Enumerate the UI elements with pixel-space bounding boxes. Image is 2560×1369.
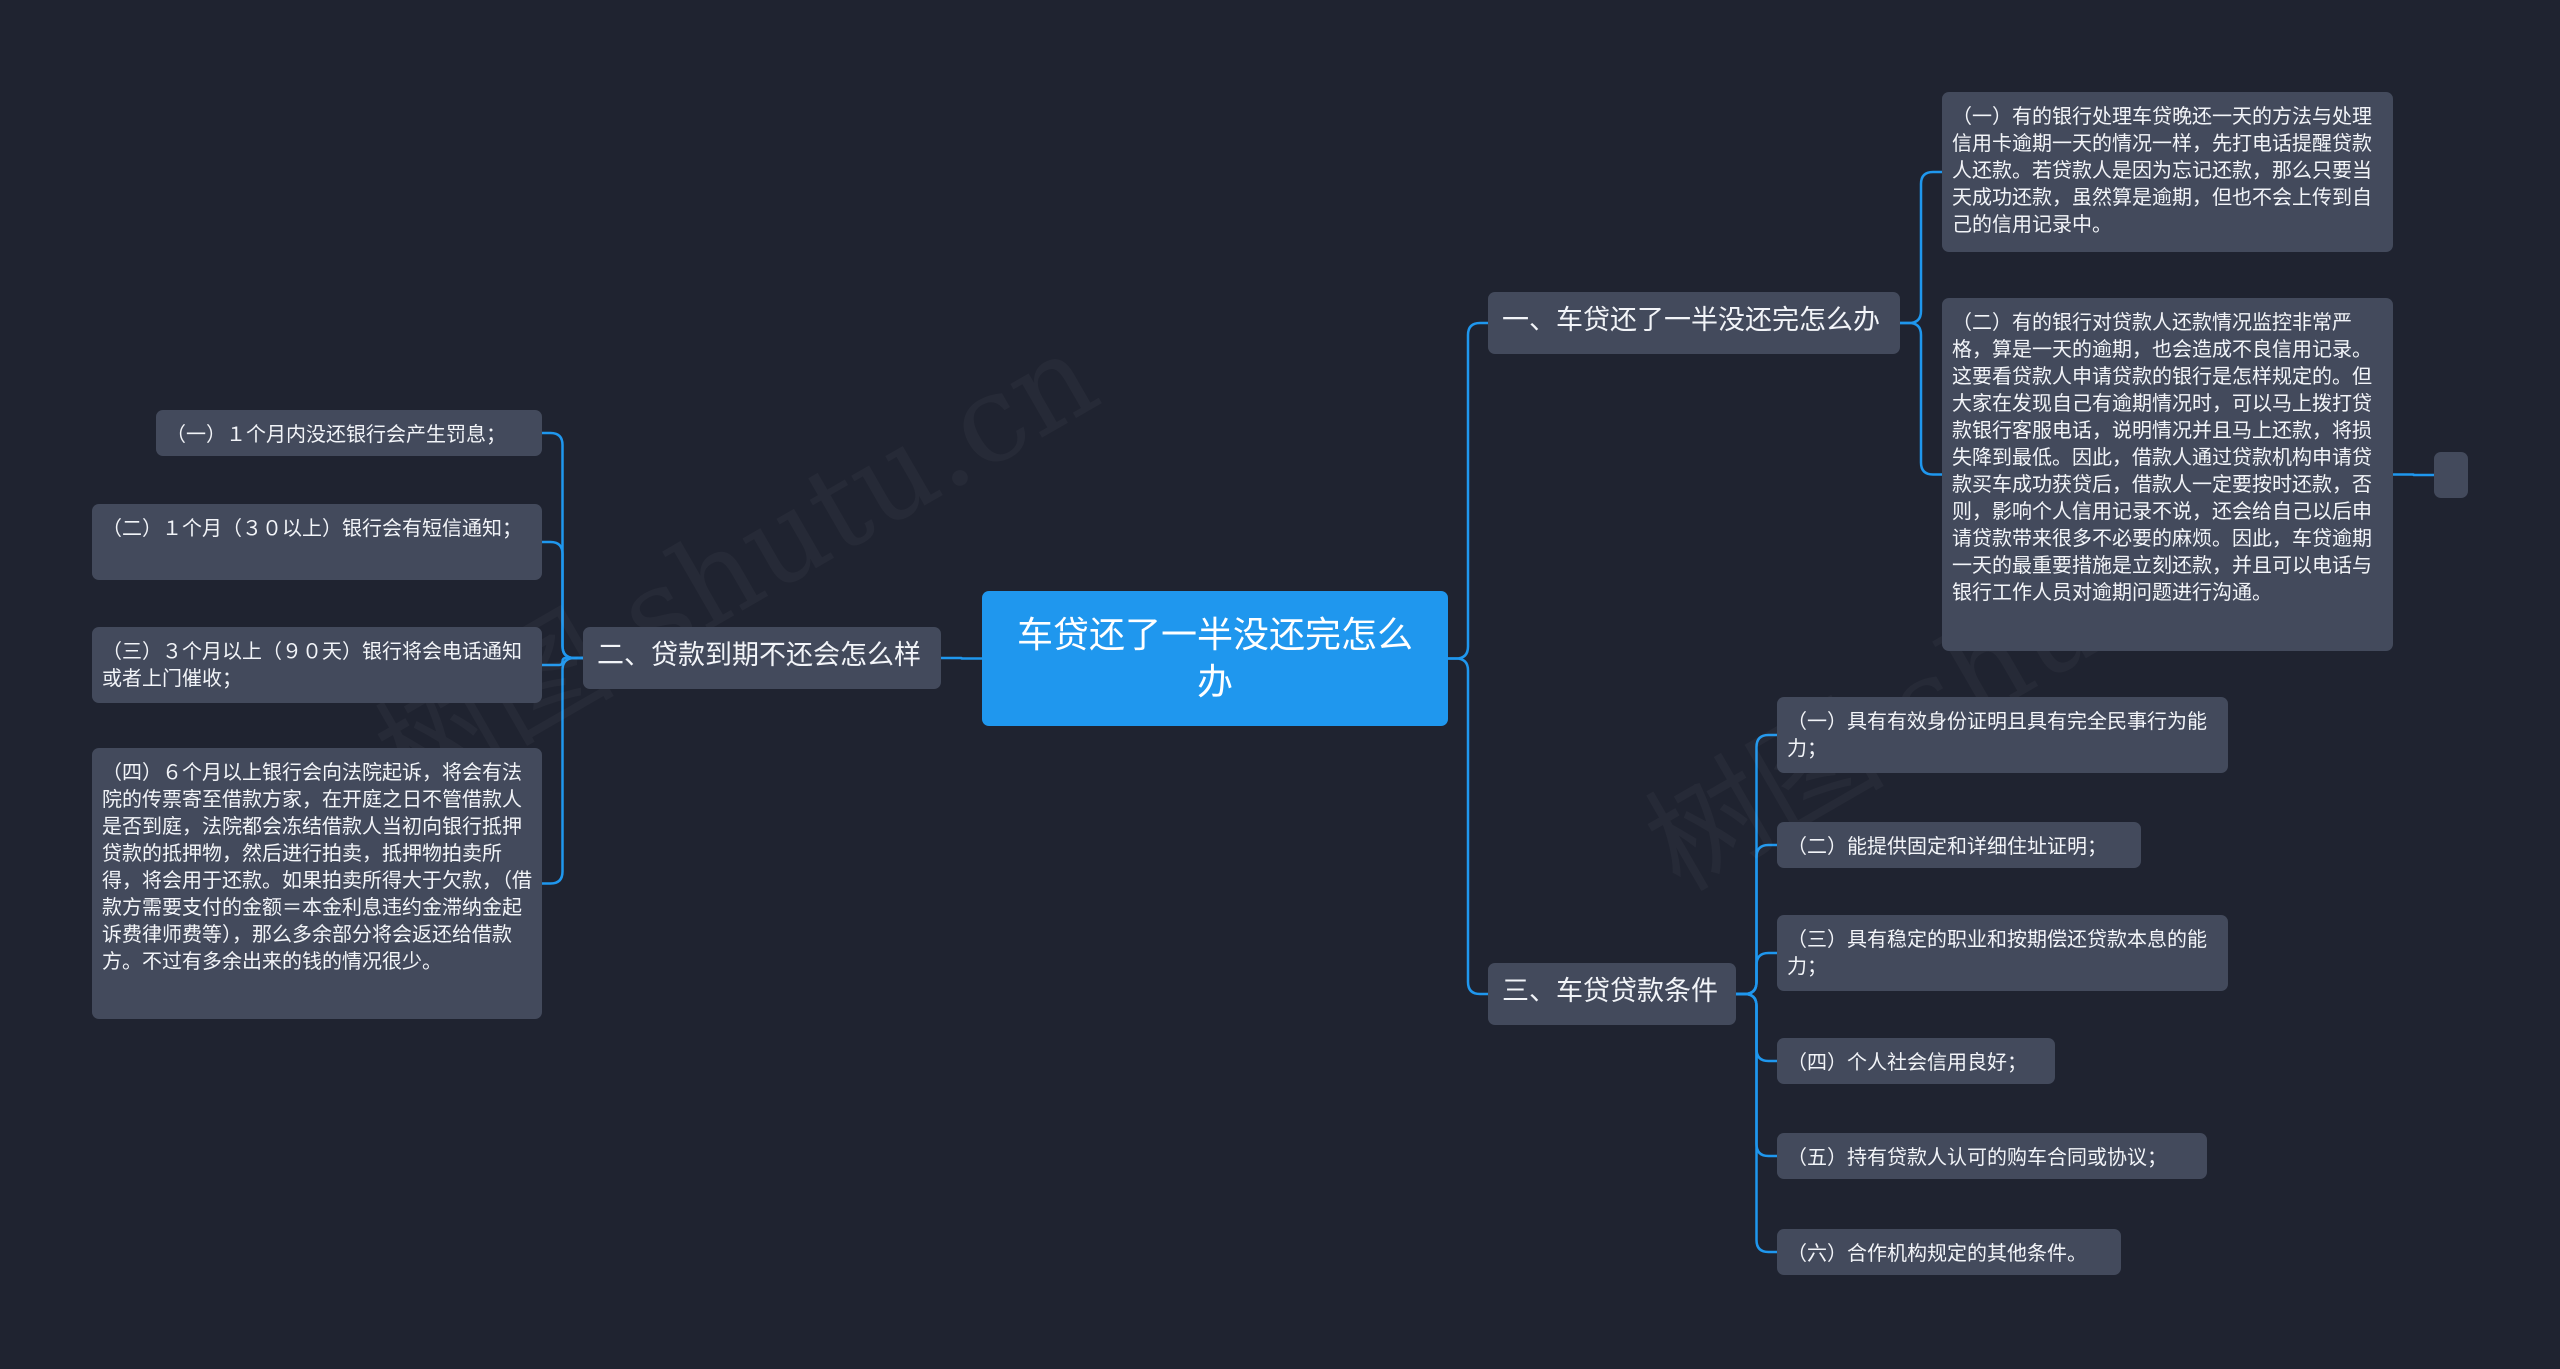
connector-line bbox=[1900, 170, 1942, 325]
leaf-text: （三）具有稳定的职业和按期偿还贷款本息的能力； bbox=[1787, 927, 2207, 978]
connector-line bbox=[1736, 992, 1777, 1254]
root-topic-text: 车贷还了一半没还完怎么办 bbox=[1016, 614, 1413, 703]
connector-line bbox=[542, 656, 583, 667]
leaf-text: （五）持有贷款人认可的购车合同或协议； bbox=[1787, 1145, 2167, 1169]
branch-1-leaf-2[interactable]: （二）有的银行对贷款人还款情况监控非常严格，算是一天的逾期，也会造成不良信用记录… bbox=[1942, 298, 2393, 651]
connector-line bbox=[941, 656, 982, 660]
connector-line bbox=[542, 540, 583, 660]
branch-3-leaf-2[interactable]: （二）能提供固定和详细住址证明； bbox=[1777, 822, 2141, 868]
connector-line bbox=[2393, 473, 2434, 477]
branch-3-leaf-3[interactable]: （三）具有稳定的职业和按期偿还贷款本息的能力； bbox=[1777, 915, 2228, 991]
branch-2-leaf-3[interactable]: （三）３个月以上（９０天）银行将会电话通知或者上门催收； bbox=[92, 627, 542, 703]
branch-3-leaf-5[interactable]: （五）持有贷款人认可的购车合同或协议； bbox=[1777, 1133, 2207, 1179]
leaf-text: （四）６个月以上银行会向法院起诉，将会有法院的传票寄至借款方家，在开庭之日不管借… bbox=[102, 760, 532, 973]
leaf-text: （一）有的银行处理车贷晚还一天的方法与处理信用卡逾期一天的情况一样，先打电话提醒… bbox=[1952, 104, 2372, 236]
branch-3-leaf-6[interactable]: （六）合作机构规定的其他条件。 bbox=[1777, 1229, 2121, 1275]
connector-line bbox=[1736, 951, 1777, 996]
connector-line bbox=[1448, 321, 1488, 660]
branch-2-leaf-1[interactable]: （一）１个月内没还银行会产生罚息； bbox=[156, 410, 542, 456]
connector-line bbox=[542, 656, 583, 885]
branch-1[interactable]: 一、车贷还了一半没还完怎么办 bbox=[1488, 292, 1900, 354]
branch-3[interactable]: 三、车贷贷款条件 bbox=[1488, 963, 1736, 1025]
leaf-text: （二）１个月（３０以上）银行会有短信通知； bbox=[102, 516, 522, 540]
branch-3-leaf-1[interactable]: （一）具有有效身份证明且具有完全民事行为能力； bbox=[1777, 697, 2228, 773]
branch-2[interactable]: 二、贷款到期不还会怎么样 bbox=[583, 627, 941, 689]
leaf-text: （三）３个月以上（９０天）银行将会电话通知或者上门催收； bbox=[102, 639, 522, 690]
leaf-text: （四）个人社会信用良好； bbox=[1787, 1050, 2027, 1074]
leaf-text: （二）有的银行对贷款人还款情况监控非常严格，算是一天的逾期，也会造成不良信用记录… bbox=[1952, 310, 2372, 604]
leaf-text: （一）１个月内没还银行会产生罚息； bbox=[166, 422, 506, 446]
branch-2-leaf-2[interactable]: （二）１个月（３０以上）银行会有短信通知； bbox=[92, 504, 542, 580]
connector-line bbox=[1448, 657, 1488, 996]
branch-3-leaf-4[interactable]: （四）个人社会信用良好； bbox=[1777, 1038, 2055, 1084]
root-topic[interactable]: 车贷还了一半没还完怎么办 bbox=[982, 591, 1448, 726]
branch-1-text: 一、车贷还了一半没还完怎么办 bbox=[1502, 305, 1880, 336]
leaf-text: （六）合作机构规定的其他条件。 bbox=[1787, 1241, 2087, 1265]
leaf-text: （一）具有有效身份证明且具有完全民事行为能力； bbox=[1787, 709, 2207, 760]
branch-3-text: 三、车贷贷款条件 bbox=[1502, 976, 1718, 1007]
branch-2-text: 二、贷款到期不还会怎么样 bbox=[597, 640, 921, 671]
empty-subtopic[interactable] bbox=[2434, 452, 2468, 498]
leaf-text: （二）能提供固定和详细住址证明； bbox=[1787, 834, 2107, 858]
connector-line bbox=[1900, 321, 1942, 476]
branch-1-leaf-1[interactable]: （一）有的银行处理车贷晚还一天的方法与处理信用卡逾期一天的情况一样，先打电话提醒… bbox=[1942, 92, 2393, 252]
branch-2-leaf-4[interactable]: （四）６个月以上银行会向法院起诉，将会有法院的传票寄至借款方家，在开庭之日不管借… bbox=[92, 748, 542, 1019]
